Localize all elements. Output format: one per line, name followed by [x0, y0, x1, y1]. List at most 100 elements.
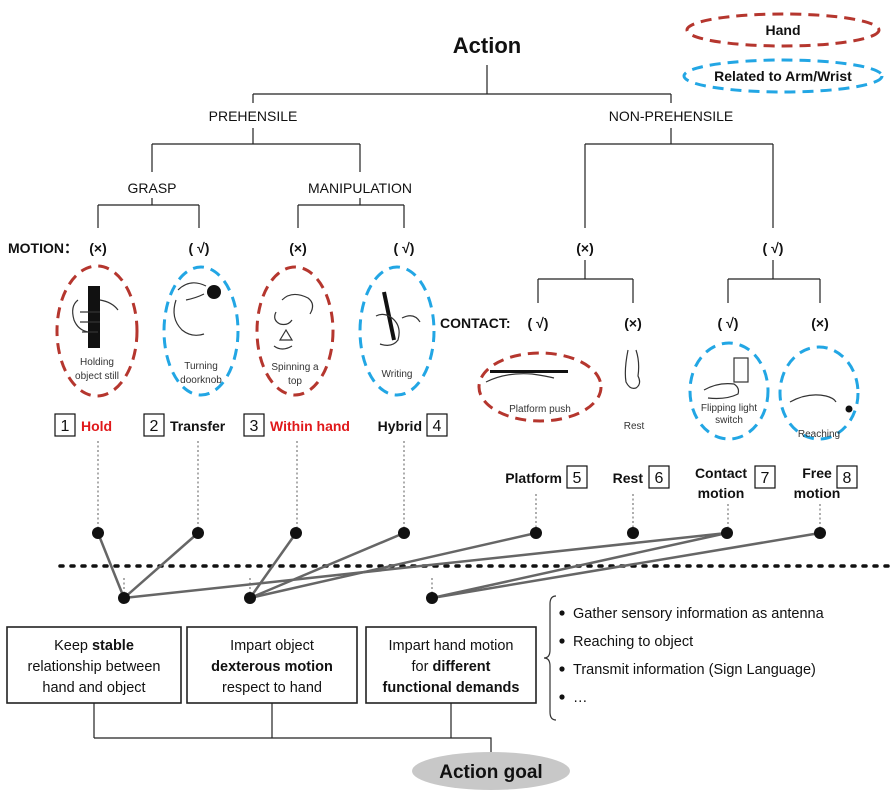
category-7-number-box: [754, 465, 776, 489]
motion-mark-2: ( √): [189, 240, 210, 256]
bullet-dot: [559, 610, 565, 616]
dot-category-4: [398, 527, 410, 539]
hold-caption-line1: Holding: [80, 357, 114, 368]
hand-writing-icon: [375, 313, 421, 346]
flip-caption-line1: Flipping light: [701, 403, 757, 414]
bullet-item-3: Transmit information (Sign Language): [573, 662, 816, 678]
curly-brace: [543, 595, 557, 721]
hand-turning-icon: [173, 282, 207, 336]
function-1-line2: relationship between: [27, 659, 160, 675]
dot-function-2: [244, 592, 256, 604]
category-6-label: Rest: [613, 470, 644, 486]
bullet-dot: [559, 694, 565, 700]
function-box-1-frame: [6, 626, 182, 704]
platform-hand-ellipse: [477, 351, 603, 423]
hand-spinning-icon: [274, 293, 314, 341]
legend-hand-label: Hand: [766, 22, 801, 38]
category-4-label: Hybrid: [378, 418, 422, 434]
category-3: 3 Within hand: [243, 413, 350, 437]
category-1-label: Hold: [81, 418, 112, 434]
diagram-title: Action: [453, 33, 521, 58]
function-2-line1: Impart object: [230, 638, 314, 654]
category-8-number: 8: [843, 470, 852, 487]
flip-caption-line2: switch: [715, 415, 743, 426]
function-2-line3: respect to hand: [222, 680, 322, 696]
bullet-item-4: …: [573, 690, 588, 706]
free-arm-ellipse: [778, 345, 860, 441]
motion-mark-1: (×): [89, 240, 107, 256]
category-8-number-box: [836, 465, 858, 489]
category-5: Platform 5: [505, 465, 588, 489]
illustration-contact-motion: Flipping light switch: [688, 341, 770, 441]
hand-flipping-icon: [703, 383, 740, 400]
branch-manipulation: MANIPULATION: [308, 180, 412, 196]
hand-pushing-icon: [485, 373, 555, 383]
within-caption-line1: Spinning a: [271, 362, 319, 373]
legend-hand-ellipse: [685, 12, 881, 48]
motion-label: MOTION：: [8, 240, 78, 256]
illustration-platform: Platform push: [477, 351, 603, 423]
hold-caption-line2: object still: [75, 371, 119, 382]
dot-category-1: [92, 527, 104, 539]
category-3-number-box: [243, 413, 265, 437]
illustration-transfer: Turning doorknob: [162, 265, 240, 397]
category-2-number-box: [143, 413, 165, 437]
illustration-rest: Rest: [624, 349, 645, 432]
illustration-free-motion: Reaching: [778, 345, 860, 441]
function-box-2: Impart object dexterous motion respect t…: [186, 626, 358, 704]
contact-mark-4: (×): [811, 315, 829, 331]
drop-lines: [97, 441, 821, 598]
category-3-label: Within hand: [270, 418, 350, 434]
contact-mark-3: ( √): [718, 315, 739, 331]
action-goal-label: Action goal: [439, 762, 542, 783]
dot-category-3: [290, 527, 302, 539]
dot-category-8: [814, 527, 826, 539]
hold-hand-ellipse: [55, 264, 139, 398]
light-switch-icon: [733, 357, 749, 383]
function-1-line3: hand and object: [42, 680, 145, 696]
function-box-2-frame: [186, 626, 358, 704]
category-7: Contact motion 7: [695, 465, 776, 501]
branch-grasp: GRASP: [127, 180, 176, 196]
function-box-3: Impart hand motion for different functio…: [365, 626, 537, 704]
category-1: 1 Hold: [54, 413, 112, 437]
category-2-number: 2: [150, 418, 159, 435]
branch-non-prehensile: NON-PREHENSILE: [609, 108, 733, 124]
function-3-line2: for different: [412, 659, 491, 675]
spin-arrow-icon: [273, 345, 293, 350]
dot-function-3: [426, 592, 438, 604]
function-3-line1: Impart hand motion: [389, 638, 514, 654]
contact-mark-1: ( √): [528, 315, 549, 331]
motion-mark-3: (×): [289, 240, 307, 256]
tree-lines: [97, 65, 821, 303]
category-4-number-box: [426, 413, 448, 437]
rest-caption: Rest: [624, 421, 645, 432]
function-3-line3: functional demands: [383, 680, 520, 696]
illustration-within-hand: Spinning a top: [255, 265, 335, 397]
within-caption-line2: top: [288, 376, 302, 387]
category-5-label: Platform: [505, 470, 562, 486]
dot-function-1: [118, 592, 130, 604]
category-8: Free motion 8: [794, 465, 858, 501]
resting-hand-icon: [624, 349, 641, 389]
bullet-dot: [559, 638, 565, 644]
category-4-number: 4: [433, 418, 442, 435]
transfer-arm-ellipse: [162, 265, 240, 397]
bullet-item-2: Reaching to object: [573, 634, 693, 650]
dot-category-7: [721, 527, 733, 539]
hand-grip-icon: [72, 299, 119, 333]
motion-mark-5: (×): [576, 240, 594, 256]
motion-mark-6: ( √): [763, 240, 784, 256]
category-2-label: Transfer: [170, 418, 226, 434]
motion-mark-4: ( √): [394, 240, 415, 256]
object-bar-icon: [88, 286, 100, 348]
action-goal-ellipse: [412, 752, 570, 790]
contact-arm-ellipse: [688, 341, 770, 441]
connection-links: [96, 531, 821, 600]
transfer-caption-line2: doorknob: [180, 375, 222, 386]
illustration-hold: Holding object still: [55, 264, 139, 398]
branch-prehensile: PREHENSILE: [209, 108, 298, 124]
reach-target-icon: [845, 405, 853, 413]
contact-mark-2: (×): [624, 315, 642, 331]
